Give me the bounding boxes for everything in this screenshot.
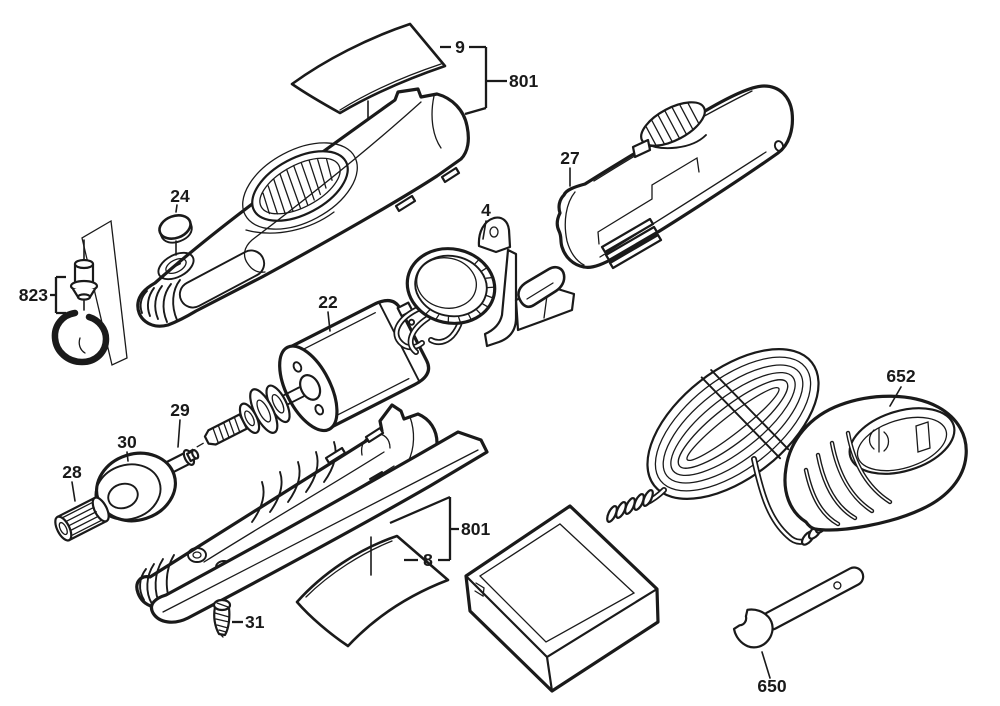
internal-ribs: [251, 441, 337, 523]
charger-cord-bundle: [646, 348, 820, 500]
callout-9-label: 9: [455, 37, 465, 57]
cradle-ribs: [803, 430, 893, 527]
callout-4-label: 4: [481, 200, 491, 220]
nose-ribs: [139, 279, 181, 323]
switch-hole: [157, 251, 195, 281]
callout-823-label: 823: [19, 285, 48, 305]
hanger-hook: [51, 309, 110, 366]
battery-latch-piece: [517, 265, 566, 309]
cord-tie-wrap: [700, 369, 790, 460]
callout-650-label: 650: [757, 676, 786, 696]
part-31-screw: [212, 598, 232, 638]
grip-recess: [178, 249, 266, 309]
callout-30-label: 30: [117, 432, 137, 452]
motor-shaft-stack: [203, 384, 305, 446]
battery-rails: [600, 217, 663, 270]
power-adapter-box: [464, 489, 660, 693]
adapter-label-area: [478, 523, 636, 643]
end-cap-line: [431, 95, 442, 149]
part-8-housing-cover: [295, 534, 450, 648]
housing-seam-line: [243, 101, 422, 273]
callout-28-label: 28: [62, 462, 82, 482]
mounting-plane: [81, 219, 128, 366]
lower-housing-shell: [149, 430, 489, 624]
callout-29-label: 29: [170, 400, 190, 420]
part-823-hanger-set: [51, 219, 128, 366]
vent-grille: [242, 142, 358, 230]
part-27-battery-pack: [555, 84, 795, 270]
dial-bracket-plate: [483, 248, 518, 348]
housing-tab: [440, 166, 461, 184]
cradle-contact-clip: [868, 421, 931, 453]
battery-release-button: [640, 101, 706, 147]
callout-8-label: 8: [423, 550, 433, 570]
part-24-switch-cap: [158, 204, 193, 256]
callout-22-label: 22: [318, 292, 338, 312]
callout-652-label: 652: [886, 366, 915, 386]
hanger-post: [69, 258, 99, 301]
callout-27-label: 27: [560, 148, 579, 168]
vent-platform-line: [245, 211, 335, 234]
dial-bracket-tab: [477, 216, 512, 254]
housing-tab: [394, 194, 417, 213]
callout-801-bottom-label: 801: [461, 519, 490, 539]
part-650-wrench: [732, 566, 865, 679]
cord-strain-relief: [606, 489, 654, 523]
part-28-collet-nut: [54, 481, 110, 542]
callouts: 9 801 24 823 22 4 27 29 30 28 31 8 801 6…: [19, 37, 916, 696]
callout-31-label: 31: [245, 612, 265, 632]
upper-housing-half: [136, 87, 470, 328]
knurled-dial-wheel: [405, 247, 497, 325]
callout-801-top-label: 801: [509, 71, 538, 91]
callout-24-label: 24: [170, 186, 190, 206]
part-652-charger-cradle: [783, 386, 968, 546]
